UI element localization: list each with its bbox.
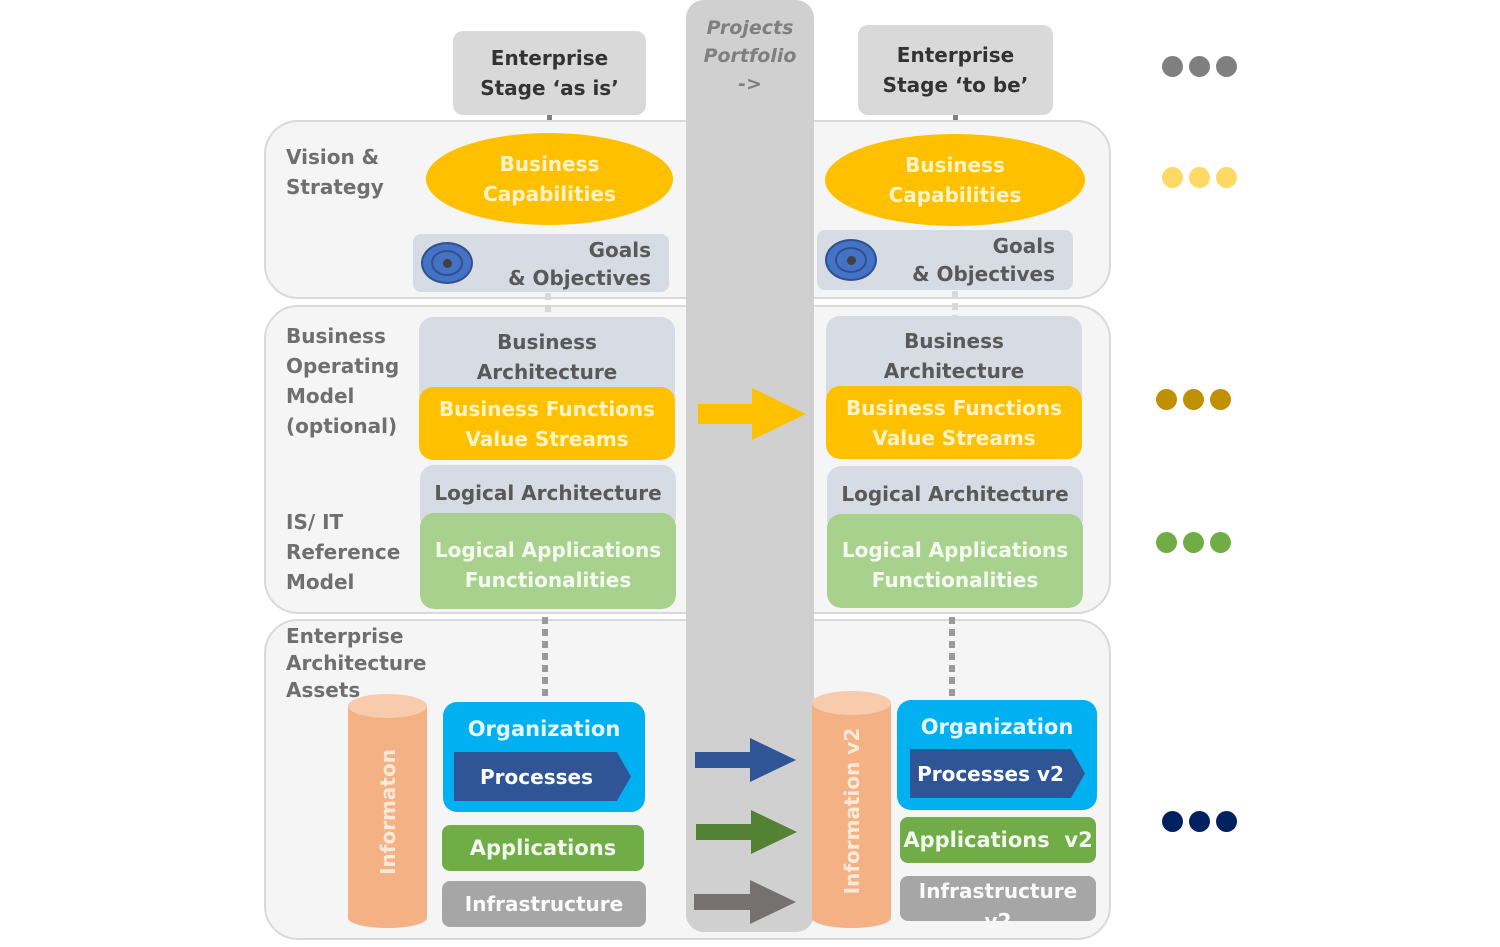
- connector-isit-to-assets-as-is: [542, 617, 548, 697]
- business-architecture-block-as-is: Business Architecture Business Functions…: [419, 317, 675, 460]
- applications-block-as-is: Applications: [442, 825, 644, 871]
- processes-chevron: Processes: [454, 752, 631, 801]
- goals-objectives-label: Goals & Objectives: [508, 238, 651, 290]
- legend-dots-gray: [1162, 56, 1237, 77]
- cylinder-bottom: [348, 908, 427, 928]
- logical-architecture-label: Logical Architecture: [420, 465, 676, 521]
- legend-dot: [1210, 532, 1231, 553]
- goals-objectives-as-is: Goals & Objectives: [413, 234, 669, 292]
- legend-dot: [1216, 167, 1237, 188]
- information-cylinder-to-be: Information v2: [812, 691, 891, 928]
- projects-portfolio-label: Projects Portfolio ->: [703, 17, 797, 95]
- stage-to-be: Enterprise Stage ‘to be’: [858, 25, 1053, 115]
- cylinder-top: [812, 691, 891, 715]
- connector-vision-to-operating-as-is: [545, 293, 551, 317]
- business-capabilities-as-is: Business Capabilities: [426, 133, 673, 225]
- legend-dots-green: [1156, 532, 1231, 553]
- projects-portfolio-overlay: [686, 118, 814, 932]
- legend-dots-navy: [1162, 811, 1237, 832]
- logical-architecture-block-to-be: Logical Architecture Logical Application…: [827, 466, 1083, 608]
- legend-dots-light-yellow: [1162, 167, 1237, 188]
- legend-dot: [1183, 389, 1204, 410]
- legend-dot: [1156, 532, 1177, 553]
- business-functions-label: Business Functions Value Streams: [419, 387, 675, 460]
- connector-vision-to-operating-to-be: [952, 291, 958, 317]
- goals-objectives-to-be: Goals & Objectives: [817, 230, 1073, 290]
- information-label: Information v2: [839, 727, 864, 894]
- organization-block-as-is: Organization Processes: [443, 702, 645, 812]
- target-icon: [421, 242, 473, 284]
- legend-dot: [1189, 811, 1210, 832]
- goals-objectives-label: Goals & Objectives: [912, 234, 1055, 286]
- label-ea-assets: Enterprise Architecture Assets: [286, 624, 427, 702]
- processes-chevron: Processes v2: [910, 749, 1085, 798]
- business-architecture-label: Business Architecture: [826, 316, 1082, 396]
- legend-dot: [1162, 811, 1183, 832]
- legend-dots-dark-gold: [1156, 389, 1231, 410]
- logical-architecture-label: Logical Architecture: [827, 466, 1083, 522]
- organization-label: Organization: [467, 717, 621, 741]
- information-cylinder-as-is: Informaton: [348, 694, 427, 928]
- infrastructure-block-to-be: Infrastructure v2: [900, 876, 1096, 921]
- label-vision-strategy: Vision & Strategy: [286, 145, 384, 199]
- logical-applications-label: Logical Applications Functionalities: [827, 514, 1083, 608]
- legend-dot: [1216, 56, 1237, 77]
- information-label: Informaton: [375, 749, 400, 875]
- label-operating-model: Business Operating Model (optional): [286, 324, 400, 438]
- legend-dot: [1162, 56, 1183, 77]
- organization-block-to-be: Organization Processes v2: [897, 700, 1097, 810]
- applications-block-to-be: Applications v2: [900, 817, 1096, 863]
- business-architecture-label: Business Architecture: [419, 317, 675, 397]
- business-architecture-block-to-be: Business Architecture Business Functions…: [826, 316, 1082, 459]
- business-capabilities-to-be: Business Capabilities: [825, 134, 1085, 226]
- legend-dot: [1189, 167, 1210, 188]
- cylinder-bottom: [812, 908, 891, 928]
- infrastructure-block-as-is: Infrastructure: [442, 881, 646, 927]
- cylinder-top: [348, 694, 427, 718]
- business-functions-label: Business Functions Value Streams: [826, 386, 1082, 459]
- logical-applications-label: Logical Applications Functionalities: [420, 513, 676, 609]
- legend-dot: [1189, 56, 1210, 77]
- legend-dot: [1216, 811, 1237, 832]
- logical-architecture-block-as-is: Logical Architecture Logical Application…: [420, 465, 676, 609]
- legend-dot: [1183, 532, 1204, 553]
- organization-label: Organization: [920, 715, 1074, 739]
- label-isit-model: IS/ IT Reference Model: [286, 510, 401, 594]
- connector-isit-to-assets-to-be: [949, 617, 955, 697]
- legend-dot: [1210, 389, 1231, 410]
- stage-as-is: Enterprise Stage ‘as is’: [453, 31, 646, 115]
- legend-dot: [1162, 167, 1183, 188]
- legend-dot: [1156, 389, 1177, 410]
- target-icon: [825, 239, 877, 281]
